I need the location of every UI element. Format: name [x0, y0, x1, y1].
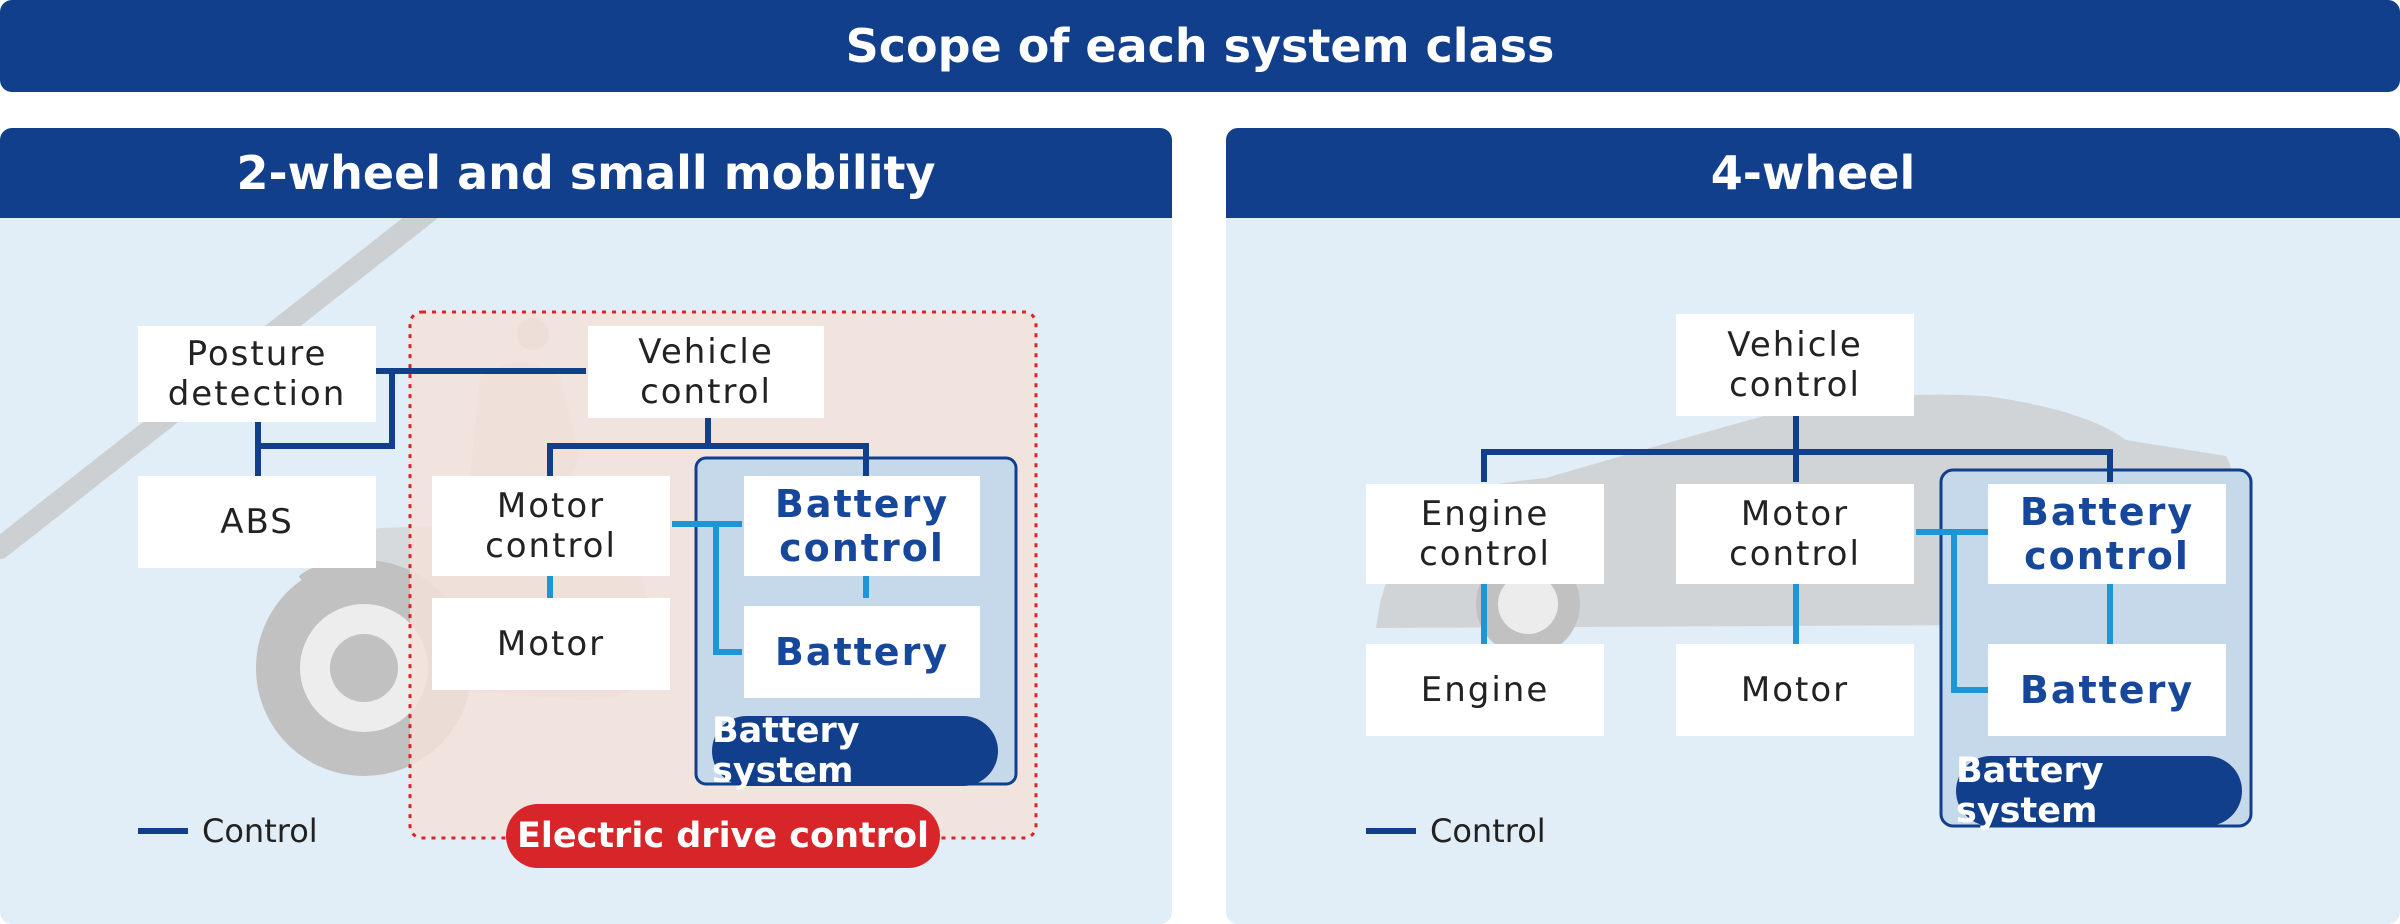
- abs-box: ABS: [138, 476, 376, 568]
- control-legend: Control: [138, 812, 318, 850]
- two-wheel-title: 2-wheel and small mobility: [236, 146, 936, 200]
- battery-box: Battery: [1988, 644, 2226, 736]
- battery-system-label: Battery system: [1956, 751, 2104, 831]
- control-legend: Control: [1366, 812, 1546, 850]
- two-wheel-header: 2-wheel and small mobility: [0, 128, 1172, 218]
- main-title: Scope of each system class: [845, 19, 1555, 73]
- control-lines: [1481, 416, 2113, 482]
- motor-box: Motor: [1676, 644, 1914, 736]
- vehicle-control-box: Vehicle control: [588, 326, 824, 418]
- battery-system-badge: Battery system: [1956, 751, 2242, 831]
- four-wheel-header: 4-wheel: [1226, 128, 2400, 218]
- posture-detection-box: Posture detection: [138, 326, 376, 422]
- battery-control-box: Battery control: [744, 476, 980, 576]
- electric-drive-control-label: Electric drive control: [516, 816, 930, 856]
- control-legend-label: Control: [1430, 812, 1546, 850]
- battery-system-label: Battery system: [712, 711, 860, 791]
- motor-box: Motor: [432, 598, 670, 690]
- battery-control-box: Battery control: [1988, 484, 2226, 584]
- motor-control-box: Motor control: [1676, 484, 1914, 584]
- engine-control-box: Engine control: [1366, 484, 1604, 584]
- control-lines: [255, 368, 869, 488]
- signal-lines: [1481, 529, 2113, 693]
- four-wheel-title: 4-wheel: [1710, 146, 1916, 200]
- main-title-banner: Scope of each system class: [0, 0, 2400, 92]
- panel-two-wheel: 2-wheel and small mobility Posture detec…: [0, 128, 1172, 924]
- engine-box: Engine: [1366, 644, 1604, 736]
- control-legend-label: Control: [202, 812, 318, 850]
- control-legend-line: [138, 828, 188, 834]
- battery-box: Battery: [744, 606, 980, 698]
- vehicle-control-box: Vehicle control: [1676, 314, 1914, 416]
- signal-lines: [547, 521, 869, 655]
- control-legend-line: [1366, 828, 1416, 834]
- electric-drive-control-badge: Electric drive control: [506, 804, 940, 868]
- battery-system-badge: Battery system: [712, 711, 998, 791]
- motor-control-box: Motor control: [432, 476, 670, 576]
- panel-four-wheel: 4-wheel Vehicle control Engine control M…: [1226, 128, 2400, 924]
- two-wheel-diagram-graphics: [0, 128, 1038, 840]
